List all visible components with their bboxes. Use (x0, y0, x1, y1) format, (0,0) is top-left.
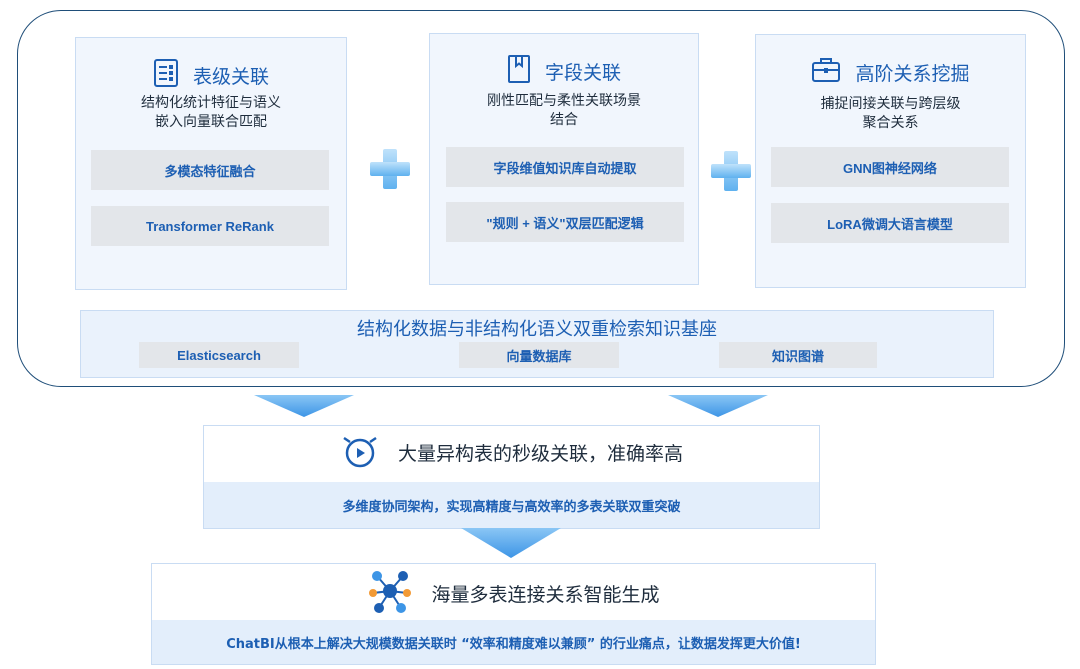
desc-line: 刚性匹配与柔性关联场景 (487, 93, 641, 109)
result-panel-speed: 大量异构表的秒级关联，准确率高 多维度协同架构，实现高精度与高效率的多表关联双重… (203, 425, 820, 529)
base-item: Elasticsearch (139, 342, 299, 368)
card-field-relation: 字段关联 刚性匹配与柔性关联场景 结合 字段维值知识库自动提取 "规则 + 语义… (429, 33, 699, 285)
result-subtitle: 多维度协同架构，实现高精度与高效率的多表关联双重突破 (204, 482, 819, 528)
feature-pill: GNN图神经网络 (771, 147, 1009, 187)
desc-line: 聚合关系 (862, 115, 919, 131)
bookmark-icon (507, 54, 531, 88)
feature-pill: 字段维值知识库自动提取 (446, 147, 684, 187)
network-icon (367, 568, 413, 618)
result-title: 大量异构表的秒级关联，准确率高 (397, 442, 683, 465)
feature-pill: "规则 + 语义"双层匹配逻辑 (446, 202, 684, 242)
card-title: 字段关联 (544, 61, 621, 84)
card-description: 刚性匹配与柔性关联场景 结合 (430, 92, 698, 130)
desc-line: 捕捉间接关联与跨层级 (820, 96, 961, 112)
knowledge-base-title: 结构化数据与非结构化语义双重检索知识基座 (357, 319, 717, 340)
desc-line: 结构化统计特征与语义 (141, 95, 281, 111)
down-arrow-icon (461, 528, 561, 558)
stopwatch-icon (340, 430, 380, 474)
card-title: 高阶关系挖掘 (855, 62, 970, 85)
result-panel-generation: 海量多表连接关系智能生成 ChatBI从根本上解决大规模数据关联时 “效率和精度… (151, 563, 876, 665)
card-high-order-mining: 高阶关系挖掘 捕捉间接关联与跨层级 聚合关系 GNN图神经网络 LoRA微调大语… (755, 34, 1026, 288)
base-item: 知识图谱 (719, 342, 877, 368)
table-list-icon (153, 58, 179, 92)
feature-pill: 多模态特征融合 (91, 150, 329, 190)
card-description: 结构化统计特征与语义 嵌入向量联合匹配 (76, 94, 346, 132)
card-description: 捕捉间接关联与跨层级 聚合关系 (756, 95, 1025, 133)
outer-frame (17, 10, 1065, 387)
down-arrow-icon (668, 395, 768, 417)
base-item: 向量数据库 (459, 342, 619, 368)
desc-line: 结合 (550, 112, 578, 128)
result-subtitle: ChatBI从根本上解决大规模数据关联时 “效率和精度难以兼顾” 的行业痛点，让… (152, 620, 875, 664)
knowledge-base-panel: 结构化数据与非结构化语义双重检索知识基座 Elasticsearch 向量数据库… (80, 310, 994, 378)
plus-icon (711, 151, 751, 191)
result-title: 海量多表连接关系智能生成 (431, 583, 660, 606)
briefcase-icon (811, 57, 841, 87)
down-arrow-icon (254, 395, 354, 417)
plus-icon (370, 149, 410, 189)
card-table-relation: 表级关联 结构化统计特征与语义 嵌入向量联合匹配 多模态特征融合 Transfo… (75, 37, 347, 290)
feature-pill: LoRA微调大语言模型 (771, 203, 1009, 243)
card-title: 表级关联 (192, 65, 269, 88)
desc-line: 嵌入向量联合匹配 (155, 114, 267, 130)
feature-pill: Transformer ReRank (91, 206, 329, 246)
